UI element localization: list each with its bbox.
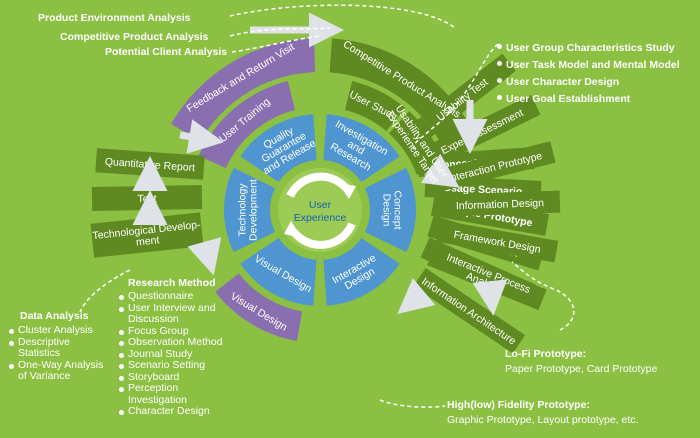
bottom-block-label: Information Design (456, 197, 545, 212)
label-line: Concept (392, 190, 404, 229)
list-item: Storyboard (118, 371, 236, 384)
list-item: Perception Investigation (118, 382, 236, 406)
flow-arrow (397, 278, 436, 314)
list-item: Cluster Analysis (8, 324, 112, 337)
list-item: Scenario Setting (118, 359, 236, 372)
hub-label-line1: User (309, 199, 332, 211)
data-analysis-list: Cluster Analysis Descriptive Statistics … (8, 324, 112, 383)
list-item: User Group Characteristics Study (496, 40, 680, 57)
data-analysis-heading: Data Analysis (20, 310, 89, 322)
stage-arcs (171, 38, 469, 341)
label-line: Design (381, 194, 393, 227)
hifi-text: Graphic Prototype, Layout prototype, etc… (447, 414, 639, 426)
label-line: Test (137, 193, 157, 205)
list-item: One-Way Analysis of Variance (8, 359, 112, 383)
left-block: Technological Develop-ment (90, 212, 204, 258)
sector-technology-label: TechnologyDevelopment (237, 179, 260, 241)
label-line: ment (135, 234, 160, 248)
arc-user-study (344, 80, 406, 132)
sector-concept-label: ConceptDesign (381, 190, 404, 229)
list-item: Journal Study (118, 348, 236, 361)
bottom-block-bg (407, 53, 516, 145)
note-product-environment: Product Environment Analysis (38, 12, 191, 24)
flow-arrow (187, 237, 222, 276)
user-study-list: User Group Characteristics Study User Ta… (496, 40, 680, 108)
hifi-heading: High(low) Fidelity Prototype: (447, 399, 590, 411)
flow-arrow (472, 279, 508, 316)
lofi-heading: Lo-Fi Prototype: (505, 348, 587, 360)
flow-arrow (179, 119, 224, 154)
research-method-list: Questionnaire User Interview and Discuss… (118, 290, 236, 418)
sector-concept (364, 167, 416, 253)
label-line: Technology (237, 183, 249, 237)
label-line: Information Design (456, 197, 545, 212)
leader-line (379, 399, 446, 408)
flow-connectors (79, 4, 575, 408)
leader-line (511, 261, 575, 331)
bottom-block-bg (436, 220, 559, 263)
note-competitive-product: Competitive Product Analysis (60, 31, 209, 43)
bottom-block-bg (439, 190, 561, 217)
list-item: Observation Method (118, 336, 236, 349)
bottom-block: Information Design (439, 190, 561, 217)
arc-feedback (171, 38, 316, 141)
list-item: Character Design (118, 405, 236, 418)
bottom-block-bg (433, 141, 556, 192)
sector-interactive (323, 237, 400, 306)
leader-line (79, 269, 131, 313)
left-block-bg (90, 212, 204, 258)
bottom-block-bg (427, 244, 547, 311)
list-item: User Task Model and Mental Model (496, 57, 680, 74)
hub: User Experience (278, 168, 362, 252)
left-block-label: Test (137, 193, 157, 205)
list-item: Focus Group (118, 325, 236, 338)
leader-line (229, 4, 456, 29)
sector-visual (240, 237, 317, 306)
sector-technology (224, 167, 276, 253)
cycle-arrowhead-top-icon (338, 183, 356, 199)
list-item: Descriptive Statistics (8, 336, 112, 360)
leader-line (413, 43, 499, 151)
arc-visual-design (215, 273, 303, 341)
flow-arrow (420, 153, 460, 188)
leader-line (231, 35, 321, 53)
list-item: User Goal Establishment (496, 91, 680, 108)
hub-label-line2: Experience (294, 212, 347, 224)
list-item: User Character Design (496, 74, 680, 91)
cycle-arrow-top-icon (286, 172, 349, 198)
lofi-text: Paper Prototype, Card Prototype (505, 363, 658, 375)
list-item: Questionnaire (118, 290, 236, 303)
sector-quality-label: QualityGuaranteeand Release (250, 118, 318, 177)
label-line: Development (248, 179, 260, 241)
bottom-block-bg (413, 268, 526, 354)
sector-investigation (323, 114, 400, 183)
note-potential-client: Potential Client Analysis (105, 46, 228, 58)
sector-quality (240, 114, 317, 183)
list-item: User Interview and Discussion (118, 302, 236, 326)
research-method-heading: Research Method (128, 277, 216, 289)
cycle-arrow-bottom-icon (290, 222, 356, 249)
cycle-arrowhead-bottom-icon (284, 221, 302, 238)
